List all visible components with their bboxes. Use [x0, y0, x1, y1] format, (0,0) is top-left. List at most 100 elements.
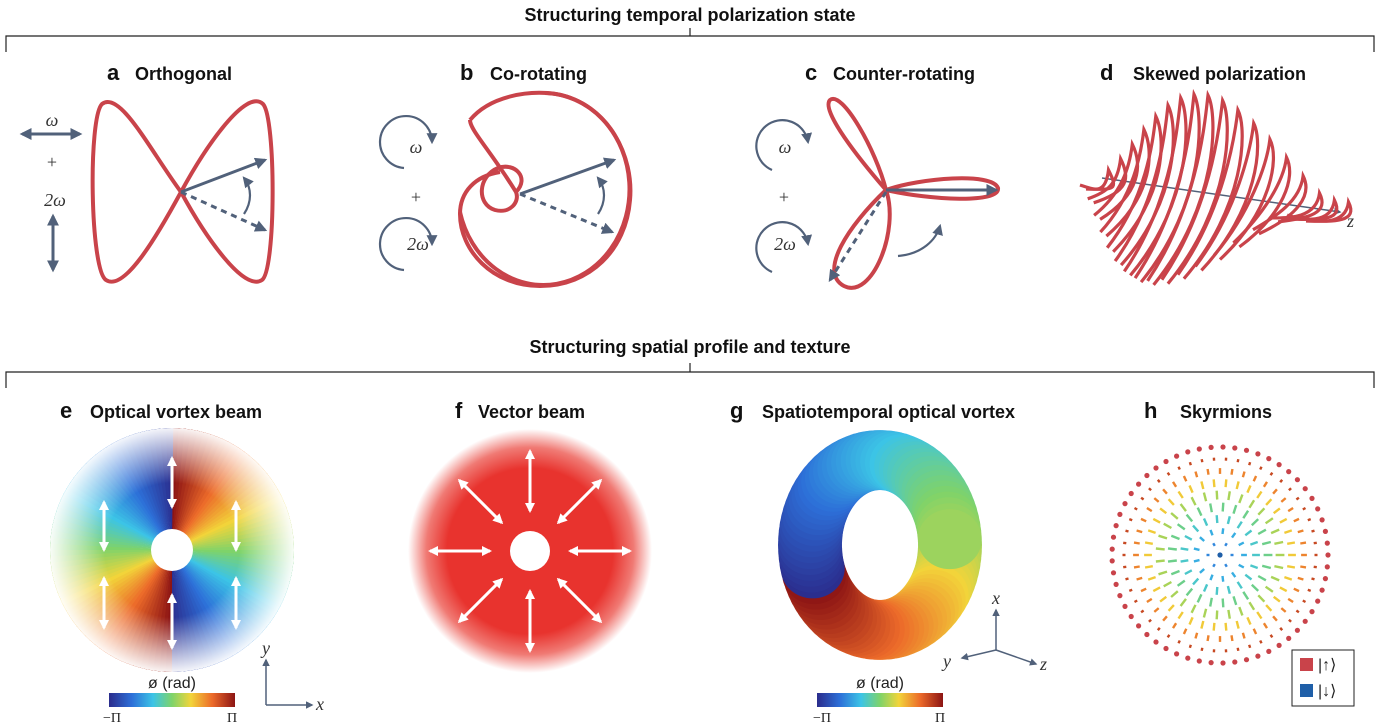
spin-dot: [1324, 540, 1330, 546]
spin-arrow: [1270, 575, 1280, 582]
spin-arrow: [1274, 565, 1284, 570]
spin-dot: [1322, 528, 1328, 535]
field-vector-dashed-b: [519, 192, 615, 234]
spin-arrow: [1128, 588, 1133, 593]
spin-arrow: [1177, 490, 1184, 499]
spin-arrow: [1171, 622, 1178, 629]
spin-arrow: [1302, 599, 1307, 604]
spin-arrow: [1125, 577, 1129, 581]
spin-dot: [1113, 581, 1119, 588]
rotation-circle-omega-c: [755, 119, 813, 172]
field-vector-solid-a: [180, 157, 268, 194]
axis-y-label-e: y: [260, 638, 270, 658]
panel-h: h Skyrmions |↑⟩ |↓⟩: [1109, 398, 1355, 707]
spin-arrow: [1272, 488, 1278, 495]
spin-arrow: [1167, 604, 1175, 612]
spin-arrow: [1221, 528, 1225, 535]
panel-a-letter: a: [107, 60, 120, 85]
panel-c-title: Counter-rotating: [833, 64, 975, 84]
spin-dot: [1144, 472, 1150, 479]
field-vector-dashed-a: [180, 190, 268, 232]
spin-arrow: [1235, 620, 1240, 629]
spin-arrow: [1146, 506, 1153, 513]
spin-arrow: [1224, 622, 1228, 631]
spin-dot: [1113, 523, 1119, 529]
spin-arrow: [1227, 491, 1231, 501]
axis-y-label-g: y: [941, 651, 951, 671]
polarization-loop: [1299, 196, 1353, 223]
axis-z-label-g: z: [1039, 654, 1047, 674]
spin-arrow: [1248, 499, 1256, 509]
temporal-bracket: [5, 28, 1375, 52]
spin-arrow: [1261, 564, 1272, 570]
spin-arrow: [1272, 507, 1281, 515]
spin-arrow: [1170, 569, 1180, 576]
spin-arrow: [1202, 518, 1209, 527]
spin-arrow: [1262, 622, 1269, 629]
spin-arrow: [1236, 581, 1243, 590]
spin-arrow: [1230, 635, 1234, 642]
spin-arrow: [1241, 471, 1246, 478]
panel-g-title: Spatiotemporal optical vortex: [762, 402, 1015, 422]
spin-arrow: [1171, 481, 1178, 488]
panel-h-title: Skyrmions: [1180, 402, 1272, 422]
spin-arrow: [1188, 616, 1194, 625]
radial-arrow: [556, 577, 603, 624]
spin-arrow: [1311, 577, 1315, 581]
spin-arrow: [1206, 635, 1210, 642]
spin-arrow: [1231, 532, 1237, 539]
spin-arrow: [1297, 576, 1304, 581]
phase-colorbar-g: [817, 693, 943, 707]
spin-arrow: [1156, 627, 1161, 631]
spin-dot: [1208, 444, 1214, 450]
spin-arrow: [1238, 606, 1244, 616]
spin-dot: [1286, 635, 1292, 642]
spin-arrow: [1242, 591, 1250, 600]
spin-arrow: [1179, 503, 1187, 512]
spin-arrow: [1259, 466, 1263, 471]
spin-arrow: [1302, 506, 1307, 511]
spin-dot: [1128, 490, 1134, 497]
trefoil-trajectory: [826, 96, 1000, 290]
spin-arrow: [1241, 632, 1246, 639]
spin-arrow: [1293, 587, 1300, 593]
spin-dot: [1153, 465, 1159, 471]
spin-dot: [1276, 642, 1282, 649]
legend-up-label: |↑⟩: [1318, 657, 1336, 674]
spin-arrow: [1202, 608, 1208, 618]
omega-label-a: ω: [46, 110, 59, 130]
axis-x-label-e: x: [315, 694, 324, 714]
phase-colorbar-e: [109, 693, 235, 707]
spin-dot: [1196, 446, 1202, 452]
plus-label-a: +: [47, 152, 57, 172]
spin-arrow: [1163, 580, 1172, 588]
spin-arrow: [1264, 517, 1274, 525]
spin-arrow: [1236, 520, 1243, 529]
spin-arrow: [1193, 558, 1200, 563]
spin-arrow: [1167, 559, 1177, 563]
spin-dot: [1243, 447, 1250, 453]
spin-arrow: [1297, 529, 1304, 534]
spin-arrow: [1162, 488, 1168, 495]
spin-arrow: [1140, 609, 1145, 614]
spin-dot: [1220, 660, 1226, 666]
spin-arrow: [1188, 644, 1192, 649]
panel-e: e Optical vortex beam ø (rad) −Π Π y x: [50, 398, 324, 726]
spin-arrow: [1287, 541, 1296, 545]
spin-arrow: [1125, 529, 1129, 533]
spin-arrow: [1184, 569, 1193, 576]
panel-d-title: Skewed polarization: [1133, 64, 1306, 84]
spin-dot: [1220, 444, 1226, 450]
spin-dot: [1276, 462, 1282, 468]
spin-arrow: [1224, 542, 1228, 547]
spin-arrow: [1177, 639, 1181, 644]
spin-arrow: [1209, 574, 1214, 581]
spin-arrow: [1269, 471, 1274, 476]
spin-arrow: [1257, 507, 1266, 516]
spin-arrow: [1279, 517, 1288, 524]
field-vector-solid-b: [519, 157, 617, 196]
spin-arrow: [1238, 563, 1245, 569]
spin-dot: [1163, 458, 1169, 465]
spin-arrow: [1155, 547, 1165, 551]
spin-arrow: [1180, 559, 1189, 563]
